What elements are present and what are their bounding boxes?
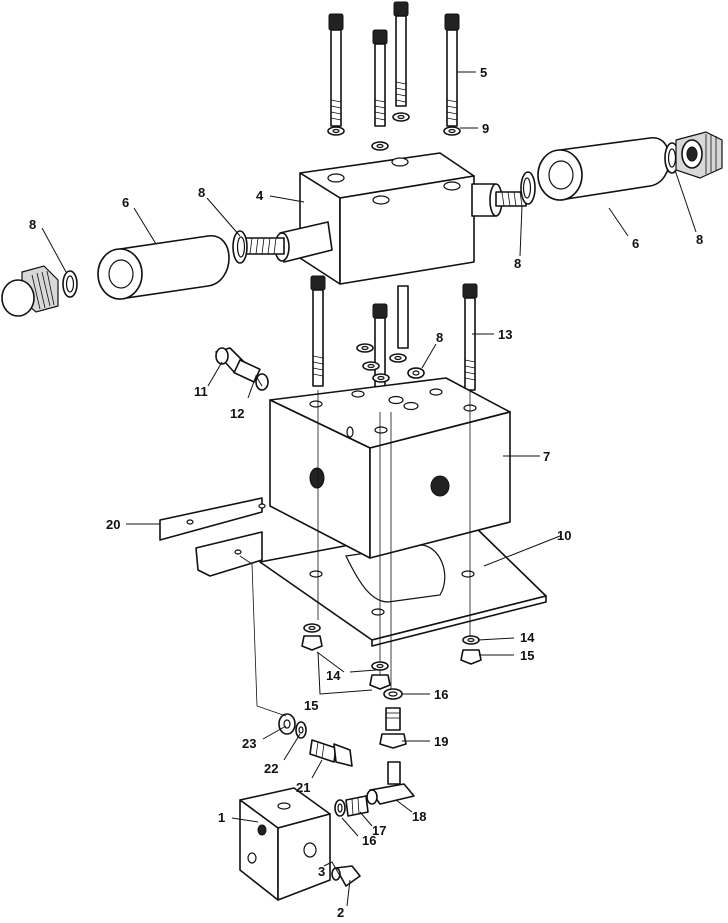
callout-8-left-outer: 8 xyxy=(29,217,36,232)
o-ring-left-inner xyxy=(232,230,248,264)
callout-8-left-inner: 8 xyxy=(198,185,205,200)
callout-3: 3 xyxy=(318,864,325,879)
left-spool-stub xyxy=(243,221,333,263)
callout-11: 11 xyxy=(194,384,208,399)
top-bolt-center xyxy=(372,29,388,127)
bolt-21 xyxy=(309,739,353,767)
callout-23: 23 xyxy=(242,736,256,751)
washer-23 xyxy=(278,713,296,735)
lower-washers-left xyxy=(301,623,323,651)
callout-12: 12 xyxy=(230,406,244,421)
seal-16-upper xyxy=(383,688,403,700)
mid-washers xyxy=(356,343,425,383)
callout-6-left: 6 xyxy=(122,195,129,210)
callout-15-left: 15 xyxy=(304,698,318,713)
washer-22 xyxy=(295,721,307,739)
callout-labels: 5 9 4 6 8 8 6 8 8 13 8 11 12 7 10 20 14 … xyxy=(29,65,703,920)
callout-16-upper: 16 xyxy=(434,687,448,702)
top-bolt-back xyxy=(393,1,409,107)
callout-8-right-inner: 8 xyxy=(514,256,521,271)
small-block xyxy=(239,787,331,901)
callout-8-mid: 8 xyxy=(436,330,443,345)
mounting-plate xyxy=(259,521,547,647)
callout-14-right: 14 xyxy=(520,630,535,645)
mid-bolt-right xyxy=(462,283,478,391)
callout-6-right: 6 xyxy=(632,236,639,251)
callout-13: 13 xyxy=(498,327,512,342)
callout-22: 22 xyxy=(264,761,278,776)
callout-18: 18 xyxy=(412,809,426,824)
plug-2 xyxy=(331,865,361,887)
callout-4: 4 xyxy=(256,188,264,203)
callout-5: 5 xyxy=(480,65,487,80)
leader-lines xyxy=(41,71,697,907)
main-valve-block xyxy=(269,377,511,559)
callout-19: 19 xyxy=(434,734,448,749)
through-bolt-lines xyxy=(317,390,471,690)
callout-9: 9 xyxy=(482,121,489,136)
right-knurled-nut xyxy=(675,131,723,179)
callout-21: 21 xyxy=(296,780,310,795)
callout-10: 10 xyxy=(557,528,571,543)
left-solenoid-sleeve xyxy=(97,235,230,300)
o-ring-right-inner xyxy=(520,171,536,205)
right-solenoid-sleeve xyxy=(537,137,671,201)
leader-bracket-axis xyxy=(239,555,287,717)
mid-bolt-back xyxy=(397,285,409,349)
top-bolt-left xyxy=(328,13,344,127)
callout-15-right: 15 xyxy=(520,648,534,663)
lower-washers-right xyxy=(460,635,482,665)
callout-20: 20 xyxy=(106,517,120,532)
upper-valve-block xyxy=(299,152,475,285)
lower-washers-center xyxy=(369,661,391,690)
tee-fitting-18 xyxy=(366,761,415,805)
banjo-fitting xyxy=(215,347,269,391)
callout-1: 1 xyxy=(218,810,225,825)
left-knurled-nut xyxy=(1,265,59,317)
top-washers xyxy=(327,112,461,151)
l-bracket xyxy=(159,497,266,577)
nipple-19 xyxy=(379,707,407,749)
o-ring-left-outer xyxy=(62,270,78,298)
callout-7: 7 xyxy=(543,449,550,464)
callout-8-right-outer: 8 xyxy=(696,232,703,247)
mid-bolt-left xyxy=(310,275,326,387)
top-bolt-right xyxy=(444,13,460,127)
callout-17: 17 xyxy=(372,823,386,838)
callout-14-left: 14 xyxy=(326,668,341,683)
adapter-17 xyxy=(345,795,369,817)
callout-16-lower: 16 xyxy=(362,833,376,848)
callout-2: 2 xyxy=(337,905,344,920)
right-spool-stub xyxy=(471,183,527,217)
seal-16-lower xyxy=(334,799,346,817)
